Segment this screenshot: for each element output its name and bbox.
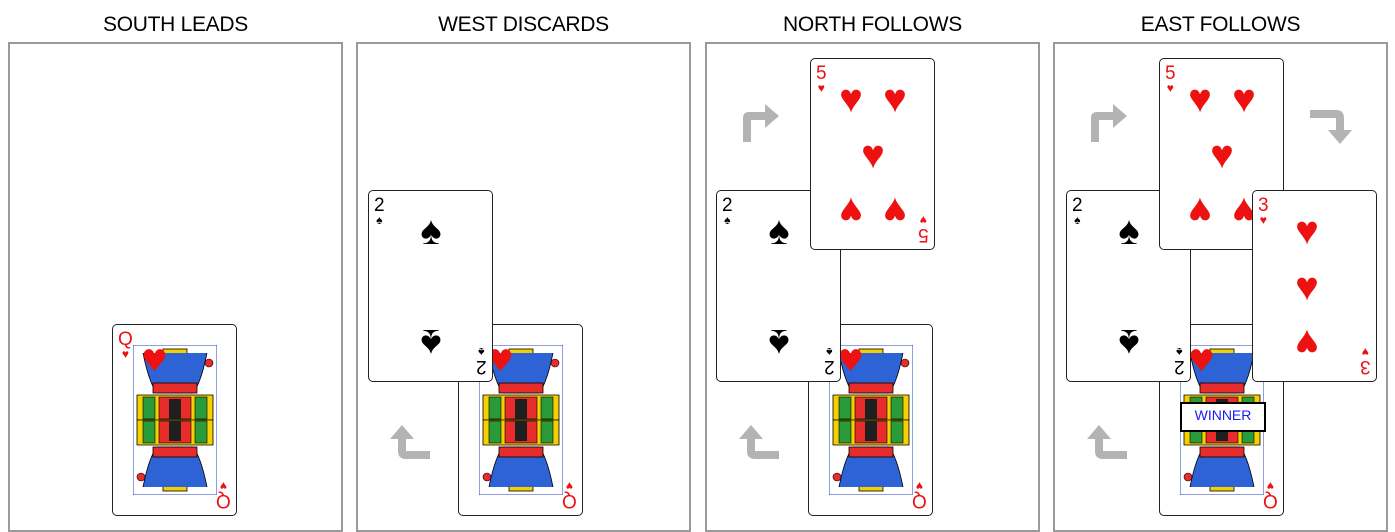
card-two-of-spades[interactable]: 2♠ ♠ ♠ 2♠ <box>368 190 493 382</box>
card-index-top: Q♥ <box>118 330 133 360</box>
heart-icon: ♥ <box>1287 211 1327 251</box>
card-index-bottom: 2♠ <box>824 346 835 376</box>
winner-badge: WINNER <box>1180 402 1266 432</box>
heart-icon: ♥ <box>1180 79 1220 119</box>
card-index-bottom: 3♥ <box>1360 346 1371 376</box>
trick-panel-north-follows: Q♥ Q♥ 2♠ ♠ ♠ 2♠ 5♥ ♥ ♥ ♥ ♥ ♥ 5♥ <box>705 42 1040 532</box>
heart-icon: ♥ <box>831 79 871 119</box>
card-index-top: 3♥ <box>1258 196 1269 226</box>
card-index-bottom: Q♥ <box>912 480 927 510</box>
card-index-bottom: 2♠ <box>476 346 487 376</box>
card-index-bottom: Q♥ <box>216 480 231 510</box>
spade-icon: ♠ <box>411 211 451 251</box>
spade-icon: ♠ <box>1109 211 1149 251</box>
curved-arrow-icon <box>735 100 783 148</box>
trick-panel-west-discards: Q♥ Q♥ 2♠ ♠ ♠ 2♠ <box>356 42 691 532</box>
panel-title: EAST FOLLOWS <box>1053 13 1388 41</box>
curved-arrow-icon <box>386 419 434 467</box>
curved-arrow-icon <box>1083 419 1131 467</box>
curved-arrow-icon <box>735 419 783 467</box>
spade-icon: ♠ <box>1109 323 1149 363</box>
heart-icon: ♥ <box>853 135 893 175</box>
spade-icon: ♠ <box>759 211 799 251</box>
card-index-top: 2♠ <box>1072 196 1083 226</box>
panel-title: WEST DISCARDS <box>356 13 691 41</box>
curved-arrow-icon <box>1310 100 1358 148</box>
panel-title: NORTH FOLLOWS <box>705 13 1040 41</box>
card-index-top: 2♠ <box>374 196 385 226</box>
card-index-bottom: Q♥ <box>562 480 577 510</box>
card-index-top: 2♠ <box>722 196 733 226</box>
heart-icon: ♥ <box>1287 267 1327 307</box>
heart-icon: ♥ <box>875 191 915 231</box>
spade-icon: ♠ <box>411 323 451 363</box>
card-three-of-hearts[interactable]: 3♥ ♥ ♥ ♥ 3♥ <box>1252 190 1377 382</box>
heart-icon: ♥ <box>1202 135 1242 175</box>
card-index-bottom: 5♥ <box>918 214 929 244</box>
trick-panel-east-follows: Q♥ Q♥ 2♠ ♠ ♠ 2♠ 5♥ ♥ ♥ ♥ ♥ ♥ 5♥ 3♥ ♥ ♥ ♥… <box>1053 42 1388 532</box>
heart-icon: ♥ <box>1287 323 1327 363</box>
heart-icon: ♥ <box>875 79 915 119</box>
card-five-of-hearts[interactable]: 5♥ ♥ ♥ ♥ ♥ ♥ 5♥ <box>810 58 935 250</box>
heart-icon: ♥ <box>831 191 871 231</box>
card-index-top: 5♥ <box>816 64 827 94</box>
queen-face-icon <box>829 345 913 495</box>
card-index-top: 5♥ <box>1165 64 1176 94</box>
queen-face-icon <box>133 345 217 495</box>
card-index-bottom: Q♥ <box>1263 480 1278 510</box>
card-queen-of-hearts[interactable]: Q♥ Q♥ <box>112 324 237 516</box>
panel-title: SOUTH LEADS <box>8 13 343 41</box>
card-index-bottom: 2♠ <box>1174 346 1185 376</box>
spade-icon: ♠ <box>759 323 799 363</box>
heart-icon: ♥ <box>1224 79 1264 119</box>
trick-panel-south-leads: Q♥ Q♥ <box>8 42 343 532</box>
heart-icon: ♥ <box>1180 191 1220 231</box>
curved-arrow-icon <box>1083 100 1131 148</box>
